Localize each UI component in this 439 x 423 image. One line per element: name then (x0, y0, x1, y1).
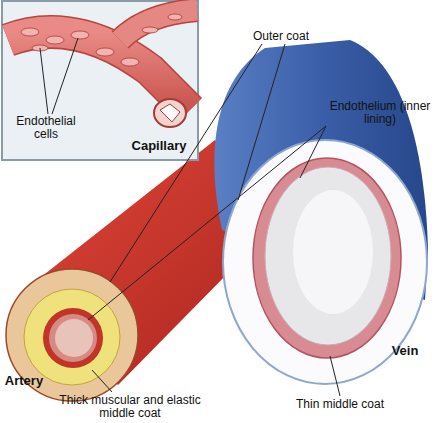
capillary-branch (120, 10, 197, 40)
capillary-tube-outline (8, 32, 190, 110)
artery-endothelium (49, 314, 97, 362)
inset-title: Capillary (120, 139, 198, 152)
vein-middle-coat (253, 158, 401, 358)
capillary-branch-outline (120, 10, 197, 40)
leader-line-set (40, 38, 340, 396)
vein-lumen-highlight (293, 190, 373, 314)
vessel-name: Artery (0, 374, 48, 387)
artery-inner-layer (43, 308, 103, 368)
inset-frame (2, 1, 198, 160)
part-label: Endothelium (inner lining) (322, 100, 438, 126)
capillary-tube (8, 32, 190, 110)
capillary-lumen (160, 104, 180, 122)
vein-lumen (265, 167, 391, 345)
vessel-name: Vein (380, 344, 430, 357)
artery-middle-coat (24, 289, 120, 385)
inset-box: Endothelial cellsCapillary (2, 1, 198, 160)
artery-lumen (55, 319, 93, 357)
part-label: Thin middle coat (275, 398, 405, 411)
part-label: Thick muscular and elastic middle coat (50, 394, 210, 420)
part-label: Outer coat (236, 30, 326, 43)
capillary-cross-section (154, 99, 186, 127)
endothelial-cell-set (21, 14, 182, 66)
part-label: Endothelial cells (6, 115, 86, 141)
